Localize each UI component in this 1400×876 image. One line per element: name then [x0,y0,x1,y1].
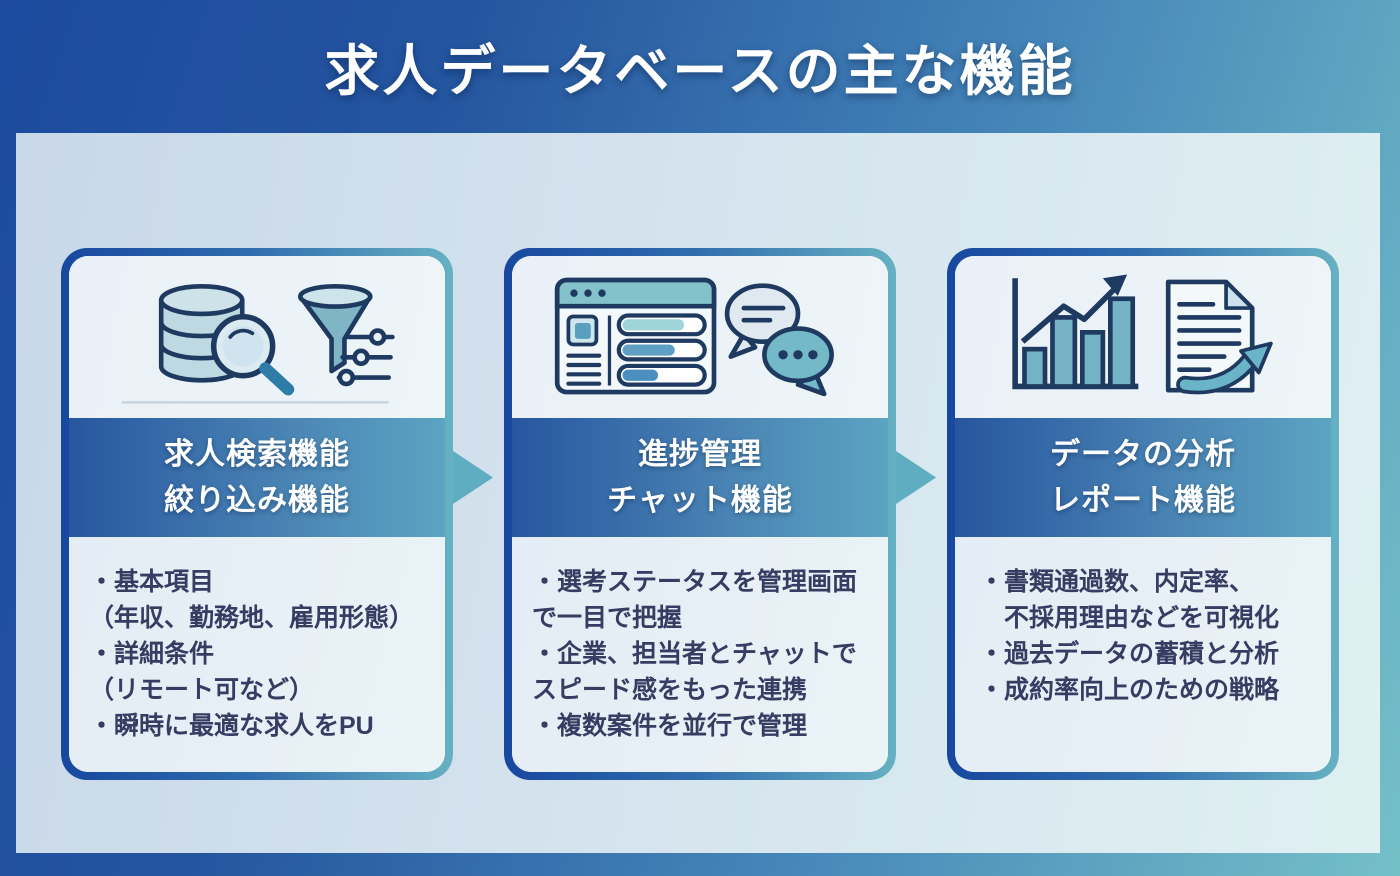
card-icon-area [955,256,1331,418]
arrow-right-icon [453,451,493,504]
arrow-right-icon [896,451,936,504]
heading-line: データの分析 [1050,437,1236,471]
bullet-line: ・企業、担当者とチャットで [532,640,857,668]
feature-card-analytics-report: データの分析レポート機能 ・書類通過数、内定率、 不採用理由などを可視化・過去デ… [947,248,1339,780]
feature-card-search: 求人検索機能絞り込み機能 ・基本項目 （年収、勤務地、雇用形態） ・詳細条件 （リモー… [61,248,493,780]
card-icon-area [512,256,888,418]
card-heading-band: データの分析レポート機能 [955,418,1331,537]
bullet-line: ・過去データの蓄積と分析 [979,640,1280,668]
content-panel: 求人検索機能絞り込み機能 ・基本項目 （年収、勤務地、雇用形態） ・詳細条件 （リモー… [16,133,1380,853]
bullet-line: スピード感をもった連携 [532,676,808,704]
card-heading: データの分析レポート機能 [955,432,1331,524]
bullet-line: （年収、勤務地、雇用形態） [89,604,415,632]
bullet-line: （リモート可など） [89,676,315,704]
card-bullet-list: ・選考ステータスを管理画面で一目で把握・企業、担当者とチャットでスピード感をもっ… [512,537,888,772]
heading-line: 求人検索機能 [164,437,350,471]
card-heading-band: 進捗管理チャット機能 [512,418,888,537]
card-body: データの分析レポート機能 ・書類通過数、内定率、 不採用理由などを可視化・過去デ… [955,256,1331,772]
heading-line: チャット機能 [607,483,793,517]
page-title: 求人データベースの主な機能 [324,40,1076,102]
progress-window-chat-icon [554,277,834,397]
bullet-line: ・書類通過数、内定率、 [979,568,1255,596]
feature-card-progress-chat: 進捗管理チャット機能 ・選考ステータスを管理画面で一目で把握・企業、担当者とチャ… [504,248,936,780]
bullet-line: ・選考ステータスを管理画面 [532,568,858,596]
bar-chart-report-icon [1012,274,1273,395]
bullet-line: ・瞬時に最適な求人をPU [89,712,374,740]
bullet-line: で一目で把握 [532,604,683,632]
card-heading: 進捗管理チャット機能 [512,432,888,524]
bullet-line: ・複数案件を並行で管理 [532,712,808,740]
bullet-line: ・成約率向上のための戦略 [979,676,1280,704]
bullet-line: ・詳細条件 [89,640,215,668]
bullet-line: ・基本項目 [89,568,215,596]
card-heading-band: 求人検索機能絞り込み機能 [69,418,445,537]
feature-cards-row: 求人検索機能絞り込み機能 ・基本項目 （年収、勤務地、雇用形態） ・詳細条件 （リモー… [61,248,1339,780]
card-bullet-list: ・書類通過数、内定率、 不採用理由などを可視化・過去データの蓄積と分析・成約率向… [955,537,1331,772]
heading-line: 絞り込み機能 [164,483,350,517]
card-body: 進捗管理チャット機能 ・選考ステータスを管理画面で一目で把握・企業、担当者とチャ… [512,256,888,772]
card-bullet-list: ・基本項目 （年収、勤務地、雇用形態） ・詳細条件 （リモート可など） ・瞬時に最適な求… [69,537,445,772]
database-search-filter-icon [121,284,395,404]
card-heading: 求人検索機能絞り込み機能 [69,432,445,524]
heading-line: レポート機能 [1050,483,1236,517]
bullet-line: 不採用理由などを可視化 [979,604,1280,632]
card-icon-area [69,256,445,418]
heading-line: 進捗管理 [638,437,762,471]
card-body: 求人検索機能絞り込み機能 ・基本項目 （年収、勤務地、雇用形態） ・詳細条件 （リモー… [69,256,445,772]
